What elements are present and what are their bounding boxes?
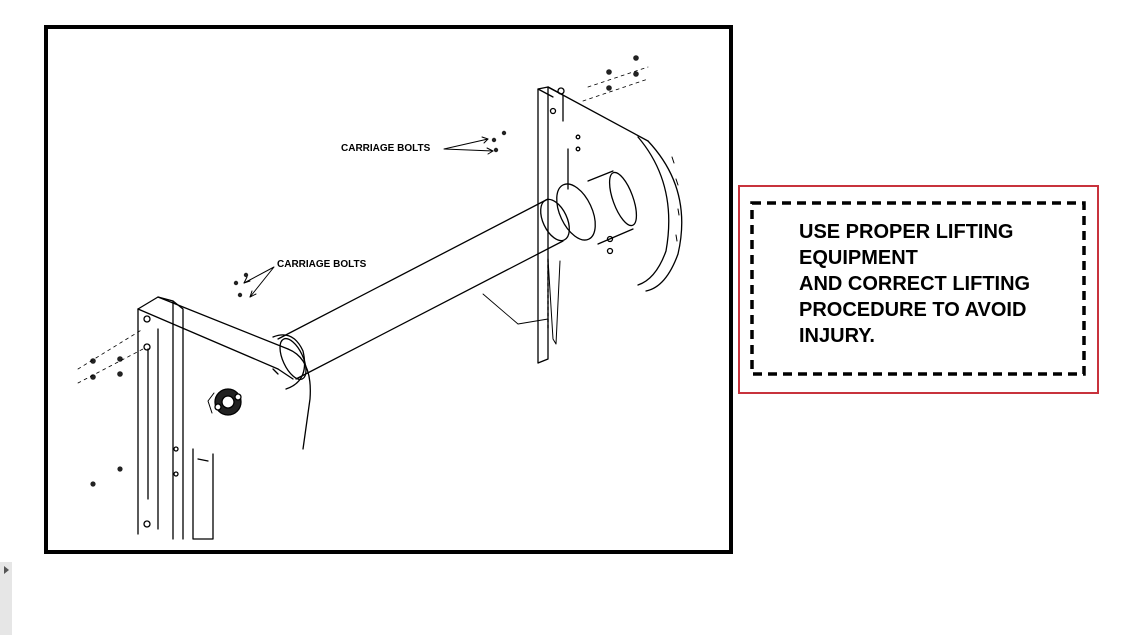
side-panel-handle[interactable] [0, 562, 12, 635]
bearing-hub [207, 388, 242, 416]
roller-assembly-illustration [77, 55, 683, 540]
right-end-bracket [482, 86, 683, 364]
leader-lines [243, 136, 494, 298]
carriage-bolts-callout-upper: CARRIAGE BOLTS [341, 143, 431, 154]
carriage-bolts-callout-lower: CARRIAGE BOLTS [277, 259, 367, 270]
warning-line-2: EQUIPMENT [799, 247, 918, 269]
dashed-warning-border [750, 201, 1086, 376]
assembly-drawing-frame: CARRIAGE BOLTS CARRIAGE BOLTS [44, 25, 733, 554]
lifting-warning-box: USE PROPER LIFTING EQUIPMENT AND CORRECT… [738, 185, 1099, 394]
warning-line-1: USE PROPER LIFTING [799, 221, 1014, 243]
warning-line-4: PROCEDURE TO AVOID [799, 299, 1027, 321]
left-end-bracket [137, 296, 311, 540]
warning-line-5: INJURY. [799, 325, 875, 347]
loose-bolts-left [90, 272, 249, 487]
loose-bolts-right [491, 55, 639, 153]
warning-line-3: AND CORRECT LIFTING [799, 273, 1031, 295]
warning-message: USE PROPER LIFTING EQUIPMENT AND CORRECT… [799, 219, 1089, 349]
triangle-right-icon[interactable] [4, 566, 9, 574]
assembly-centerlines [77, 66, 649, 384]
roller-shaft [272, 170, 638, 390]
